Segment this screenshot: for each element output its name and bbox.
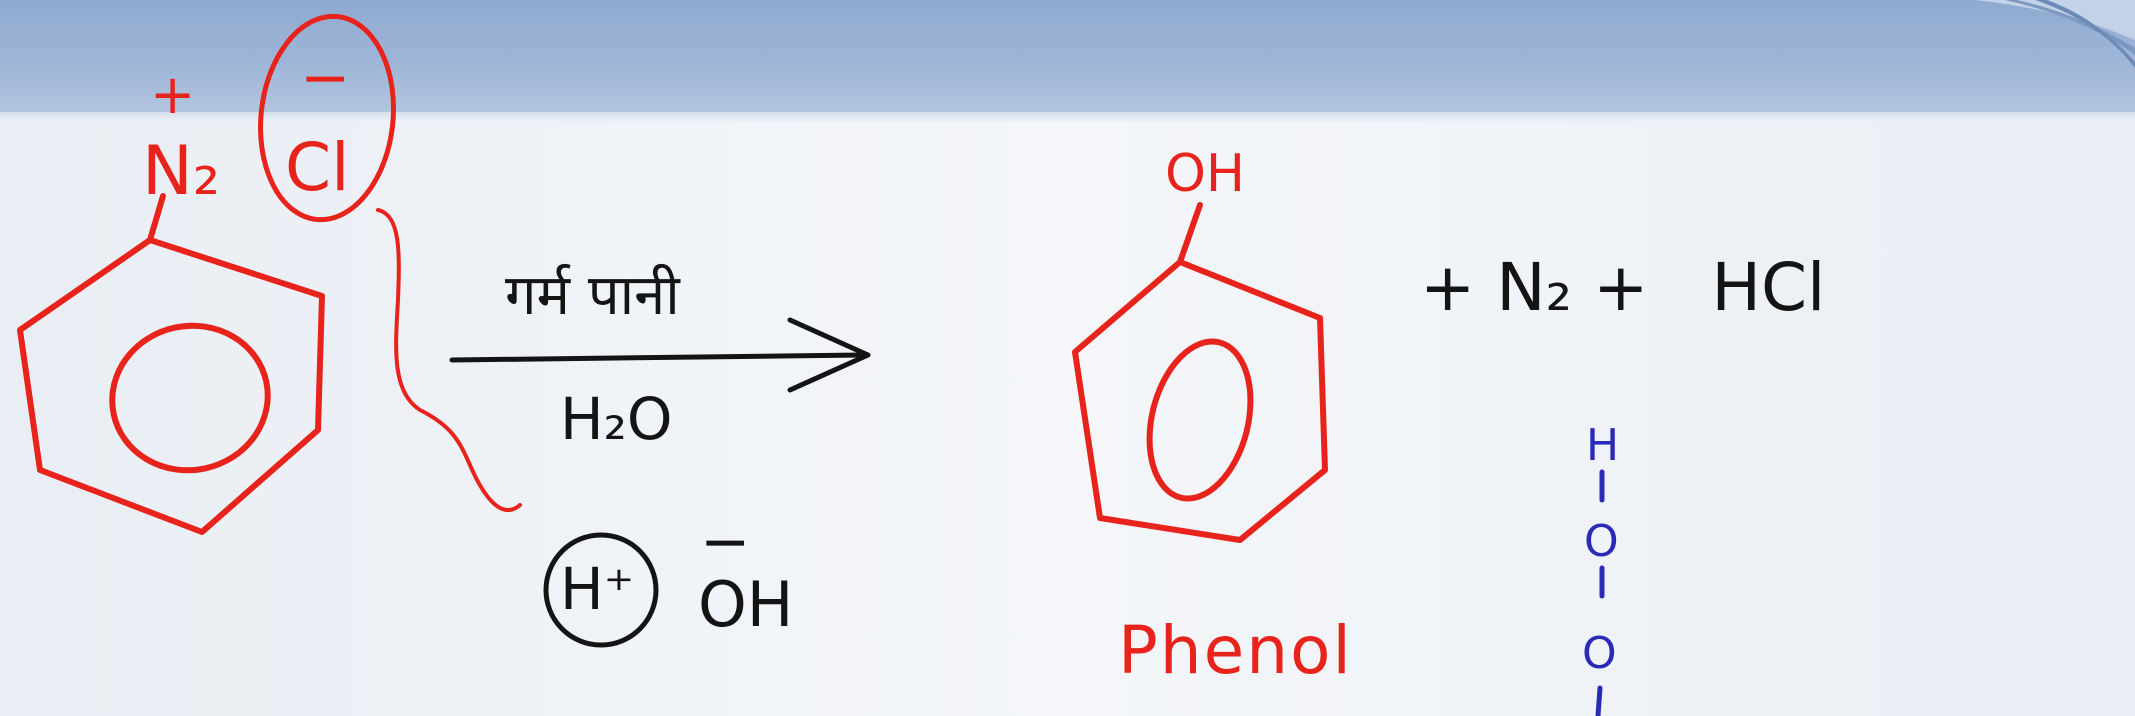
cl-to-h-connector (376, 208, 522, 512)
header-band (0, 0, 2135, 118)
reactant-benzene-ring (17, 237, 325, 535)
blue-atom-oxygen-1: O (1584, 516, 1619, 567)
hydroxide-charge: − (700, 507, 751, 577)
board-background (0, 122, 2135, 716)
ring-to-n2-bond (147, 193, 166, 243)
chloride-circle (258, 13, 396, 223)
product-benzene-ring (1072, 259, 1328, 543)
blue-structure-bonds (1595, 469, 1605, 716)
product-substituent-label: OH (1165, 144, 1246, 204)
diazonium-group-label: N₂ (142, 132, 221, 211)
hydroxide-label: OH (698, 568, 794, 641)
arrow-reagent-label: H₂O (560, 385, 673, 453)
chloride-label: Cl (285, 129, 350, 206)
blue-atom-oxygen-2: O (1582, 628, 1617, 679)
diazonium-charge: + (150, 63, 196, 126)
proton-label: H⁺ (560, 555, 635, 623)
arrow-condition-label: गर्म पानी (505, 263, 680, 328)
header-band-edge (0, 112, 2135, 122)
product-name-label: Phenol (1118, 612, 1353, 689)
proton-circle (543, 532, 659, 648)
corner-decoration (1975, 0, 2135, 68)
blue-atom-hydrogen: H (1586, 420, 1620, 471)
chloride-charge: − (300, 43, 351, 113)
ring-to-oh-bond (1177, 202, 1203, 265)
reaction-arrow (449, 317, 871, 393)
byproducts-label: + N₂ + HCl (1420, 249, 1826, 326)
